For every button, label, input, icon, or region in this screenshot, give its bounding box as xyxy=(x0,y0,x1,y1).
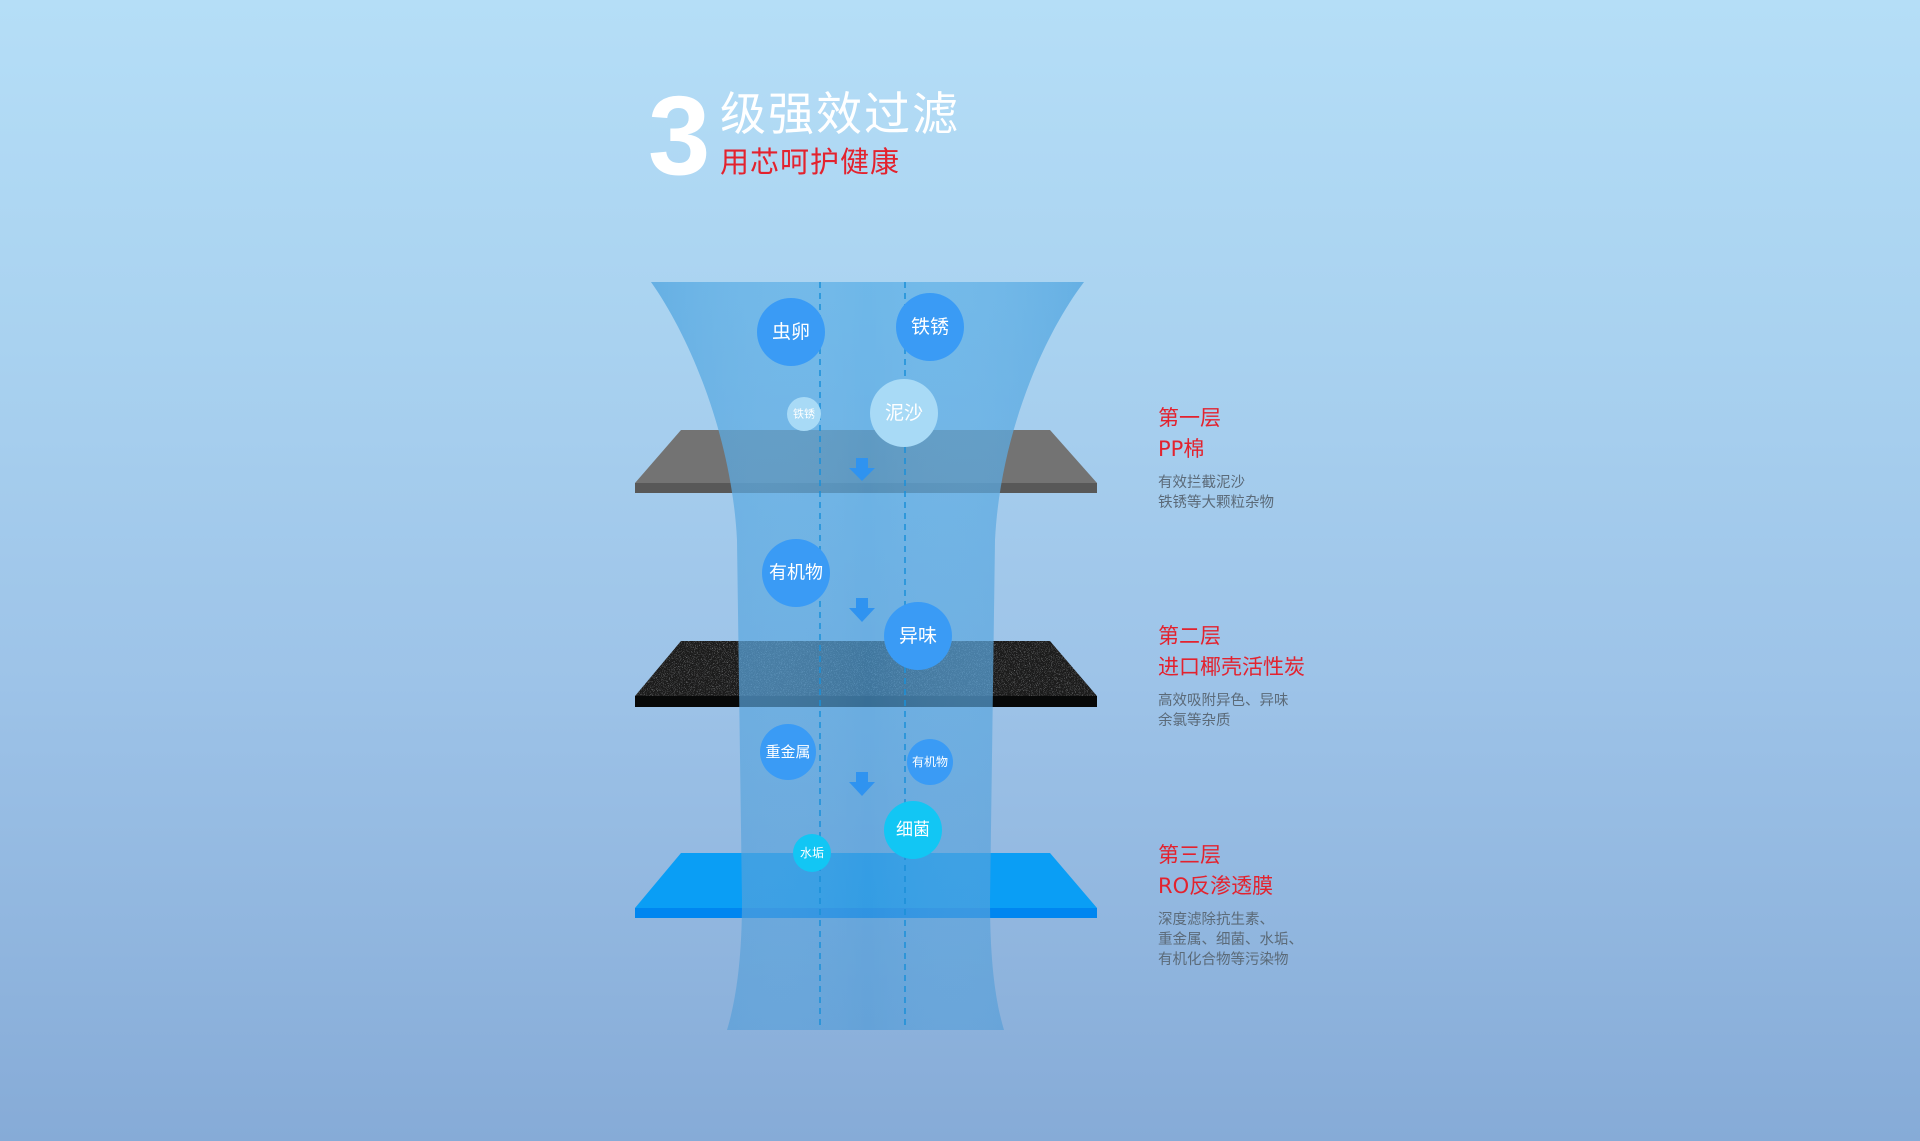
layer-2-desc-line: 余氯等杂质 xyxy=(1158,713,1231,729)
svg-text:铁锈: 铁锈 xyxy=(911,316,949,338)
layer-3-description: 深度滤除抗生素、 重金属、细菌、水垢、 有机化合物等污染物 xyxy=(1158,910,1303,970)
layer-1-stage: 第一层 xyxy=(1158,406,1221,430)
svg-text:有机物: 有机物 xyxy=(912,755,948,769)
layer-2-stage: 第二层 xyxy=(1158,624,1221,648)
layer-2-desc-line: 高效吸附异色、异味 xyxy=(1158,693,1289,709)
svg-text:异味: 异味 xyxy=(899,625,937,647)
impurity-bubble-scale: 水垢 xyxy=(793,834,831,872)
svg-text:细菌: 细菌 xyxy=(896,820,930,840)
headline-title: 级强效过滤 xyxy=(720,87,960,141)
svg-text:水垢: 水垢 xyxy=(800,846,824,860)
layer-1-desc-line: 有效拦截泥沙 xyxy=(1158,475,1245,491)
layer-1-name: PP棉 xyxy=(1158,437,1205,461)
layer-1-desc-line: 铁锈等大颗粒杂物 xyxy=(1158,495,1274,511)
layer-3-desc-line: 重金属、细菌、水垢、 xyxy=(1158,932,1303,948)
impurity-bubble-organics-small: 有机物 xyxy=(907,739,953,785)
layer-3-stage: 第三层 xyxy=(1158,843,1221,867)
layer-2-description: 高效吸附异色、异味 余氯等杂质 xyxy=(1158,691,1305,731)
down-arrow-icon xyxy=(849,458,875,481)
layer-1-description: 有效拦截泥沙 铁锈等大颗粒杂物 xyxy=(1158,473,1274,513)
funnel-shading xyxy=(651,282,1084,1030)
down-arrow-icon xyxy=(849,772,875,796)
layer-2-name: 进口椰壳活性炭 xyxy=(1158,655,1305,679)
layer-3-info: 第三层 RO反渗透膜 深度滤除抗生素、 重金属、细菌、水垢、 有机化合物等污染物 xyxy=(1158,840,1303,970)
impurity-bubble-organics: 有机物 xyxy=(762,539,830,607)
impurity-bubble-bacteria: 细菌 xyxy=(884,801,942,859)
impurity-bubble-rust-small: 铁锈 xyxy=(787,397,821,431)
impurity-bubble-heavy-metals: 重金属 xyxy=(760,724,816,780)
svg-text:重金属: 重金属 xyxy=(765,743,810,761)
headline-number: 3 xyxy=(648,73,711,198)
svg-text:有机物: 有机物 xyxy=(769,563,823,584)
impurity-bubble-odor: 异味 xyxy=(884,602,952,670)
layer-3-desc-line: 深度滤除抗生素、 xyxy=(1158,912,1274,928)
layer-3-name: RO反渗透膜 xyxy=(1158,874,1274,898)
headline-subtitle: 用芯呵护健康 xyxy=(720,145,901,179)
down-arrow-icon xyxy=(849,598,875,622)
layer-2-info: 第二层 进口椰壳活性炭 高效吸附异色、异味 余氯等杂质 xyxy=(1158,621,1305,731)
svg-text:泥沙: 泥沙 xyxy=(885,402,923,424)
impurity-bubble-rust: 铁锈 xyxy=(896,293,964,361)
impurity-bubble-sand: 泥沙 xyxy=(870,379,938,447)
layer-3-desc-line: 有机化合物等污染物 xyxy=(1158,952,1289,968)
svg-text:虫卵: 虫卵 xyxy=(772,321,810,343)
impurity-bubble-eggs: 虫卵 xyxy=(757,298,825,366)
layer-1-info: 第一层 PP棉 有效拦截泥沙 铁锈等大颗粒杂物 xyxy=(1158,403,1274,513)
svg-text:铁锈: 铁锈 xyxy=(793,408,815,421)
